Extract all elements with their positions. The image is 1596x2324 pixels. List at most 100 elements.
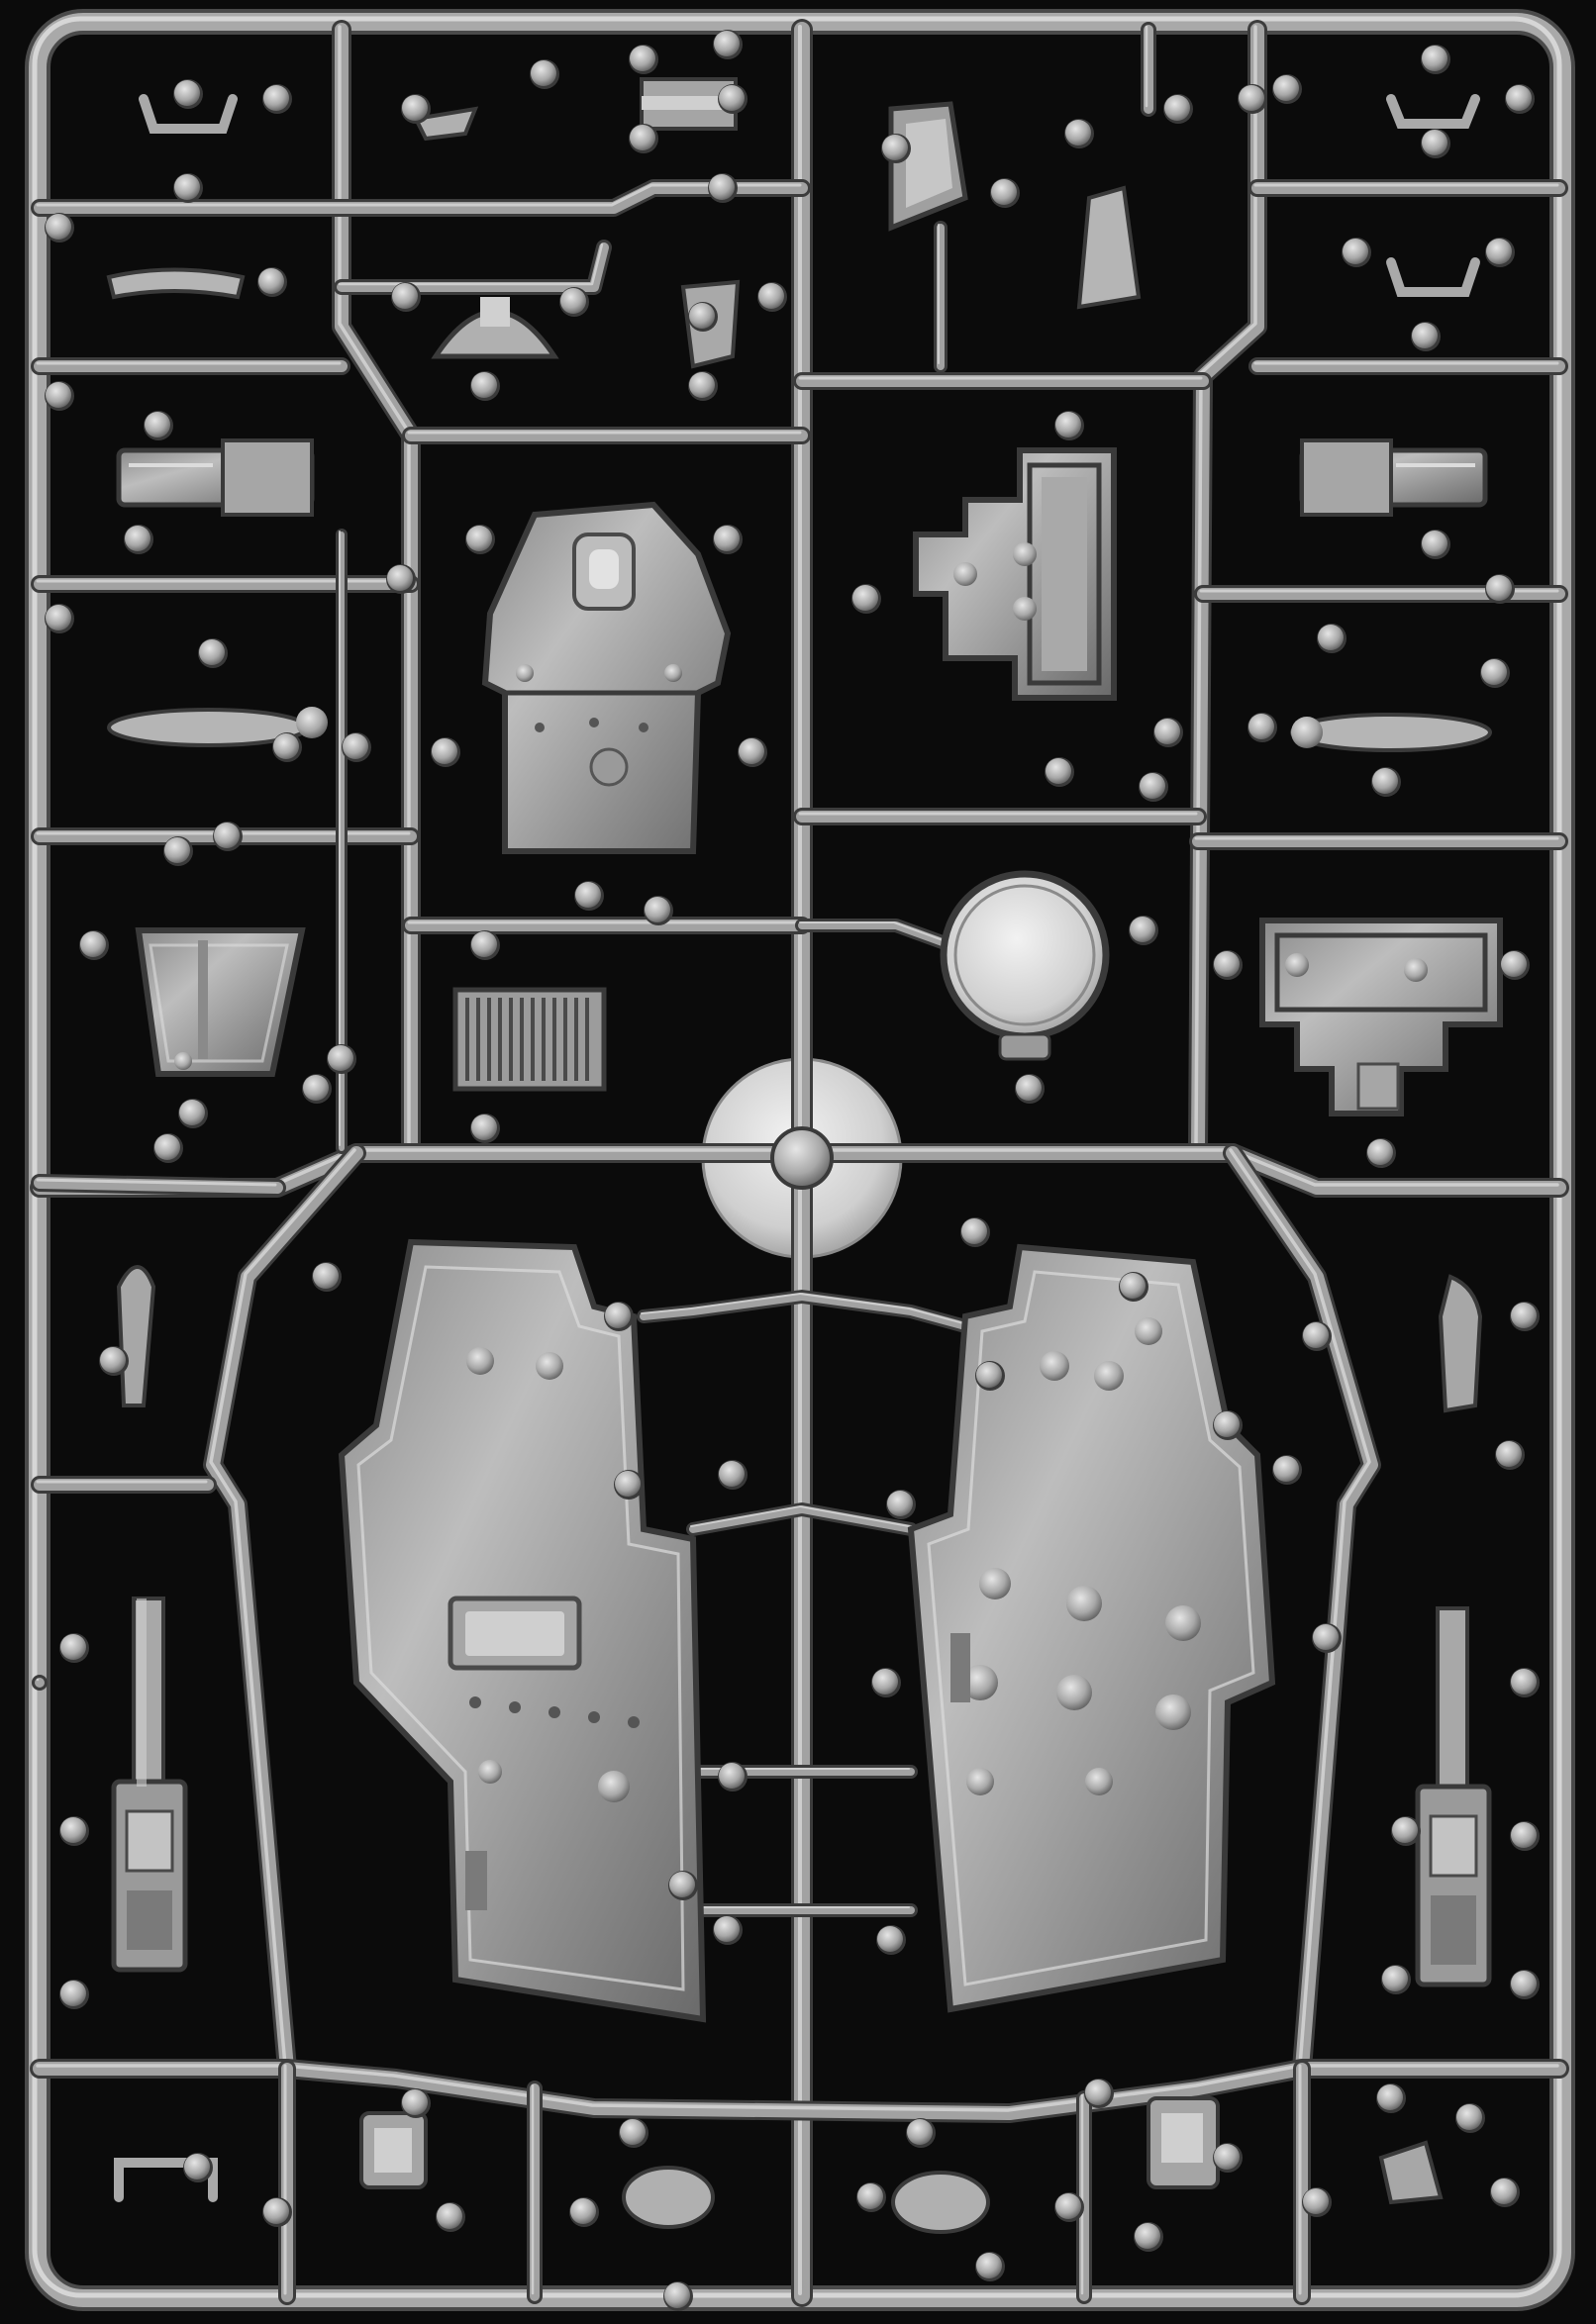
sprue-gate (437, 2203, 462, 2229)
sprue-gate (258, 268, 284, 294)
gun-barrel-left (111, 1597, 188, 1973)
sprue-gate (46, 214, 71, 240)
sprue-gate (1491, 2179, 1517, 2204)
sprue-gate (328, 1045, 353, 1071)
sprue-gate (630, 46, 655, 71)
sprue-gate (1273, 1456, 1299, 1482)
grille-panel (452, 987, 607, 1092)
sprue-gate (1303, 1322, 1329, 1348)
sprue-gate (872, 1669, 898, 1695)
sprue-gate (1382, 1966, 1408, 1991)
sprue-gate (471, 931, 497, 957)
sprue-gate (1422, 130, 1447, 155)
sprue-gate (179, 1100, 205, 1125)
runner (689, 1505, 915, 1533)
sprue-gate (852, 585, 878, 611)
runner (338, 25, 411, 1147)
sprue-gate (1481, 659, 1507, 685)
runner (36, 2064, 1559, 2112)
sprue-gate (1055, 2193, 1081, 2219)
oval-plate-left (107, 707, 328, 747)
sprue-gate (1486, 575, 1512, 601)
runner (1194, 25, 1257, 1147)
sprue-gate (471, 1114, 497, 1140)
sprue-gate (1273, 75, 1299, 101)
sprue-gate (1496, 1441, 1522, 1467)
sprue-gate (575, 882, 601, 908)
sprue-gate (1412, 323, 1438, 348)
sprue-gate (214, 823, 240, 848)
sprue-gate (80, 931, 106, 957)
sprue-gate (1135, 2223, 1160, 2249)
round-hatch (940, 870, 1110, 1061)
sprue-gate (466, 526, 492, 551)
sprue-gate (1422, 46, 1447, 71)
sprue-gate (719, 85, 745, 111)
runner (640, 1293, 969, 1330)
sprue-gate (1154, 719, 1180, 744)
sprue-gate (387, 565, 413, 591)
runner (34, 1177, 283, 1194)
sprue-gate (402, 95, 428, 121)
sprue-gate (1239, 85, 1264, 111)
sprue-gate (46, 605, 71, 630)
bottom-part-2 (622, 2166, 715, 2229)
sprue-gate (739, 738, 764, 764)
gun-barrel-right (1415, 1606, 1492, 1987)
sprue-gate (402, 2089, 428, 2115)
sprue-gate (471, 372, 497, 398)
figure-part-right (1438, 1274, 1483, 1413)
sprue-gate (174, 80, 200, 106)
sprue-gate (758, 283, 784, 309)
sprue-gate (630, 125, 655, 150)
sprue-gate (1377, 2084, 1403, 2110)
sprue-gate (313, 1263, 339, 1289)
handle-top-left (139, 94, 238, 134)
sprue-gate (1214, 1411, 1240, 1437)
sprue-gate (1046, 758, 1071, 784)
sprue-gate (263, 2198, 289, 2224)
turret-housing (481, 501, 732, 854)
sprue-gate (689, 372, 715, 398)
sprue-gate (719, 1763, 745, 1789)
sprue-gate (1422, 531, 1447, 556)
sprue-gate (877, 1926, 903, 1952)
sprue-gates (45, 30, 1540, 2311)
runner (798, 921, 954, 949)
sprue-gate (714, 1916, 740, 1942)
handle-bottom-left (114, 2158, 218, 2202)
sprue-gate (560, 288, 586, 314)
sprue-gate (343, 733, 368, 759)
sprue-gate (976, 2253, 1002, 2278)
sprue-parts (106, 77, 1503, 2234)
runner (209, 1148, 356, 2068)
handle-top-right (1386, 94, 1480, 129)
runner (36, 1178, 277, 1187)
runner (1191, 23, 1264, 1155)
sprue-gate (709, 174, 735, 200)
sprue-gate (1140, 773, 1165, 799)
figure-part-left (116, 1265, 156, 1407)
sprue-gate (976, 1362, 1002, 1388)
sprue-gate (263, 85, 289, 111)
sprue-gate (1313, 1624, 1339, 1650)
curved-bar-left (106, 267, 246, 300)
sprue-gate (1511, 1669, 1537, 1695)
trapezoid-panel (135, 927, 306, 1077)
sprue-gate (46, 382, 71, 408)
sprue-gate (273, 733, 299, 759)
sprue-gate (1372, 768, 1398, 794)
sprue-gate (531, 60, 556, 86)
sprue-gate (1065, 120, 1091, 145)
sprue-gate (1016, 1075, 1042, 1101)
sprue-gate (1130, 917, 1155, 942)
sprue-gate (199, 639, 225, 665)
sprue-gate (60, 1634, 86, 1660)
cylinder-fitting-right (1299, 438, 1488, 517)
sprue-gate (1085, 2080, 1111, 2105)
runner (1229, 1148, 1371, 2068)
sprue-gate (1367, 1139, 1393, 1165)
oval-plate-right (1290, 713, 1492, 752)
sprue-gate (1343, 239, 1368, 264)
sprue-gate (60, 1981, 86, 2006)
